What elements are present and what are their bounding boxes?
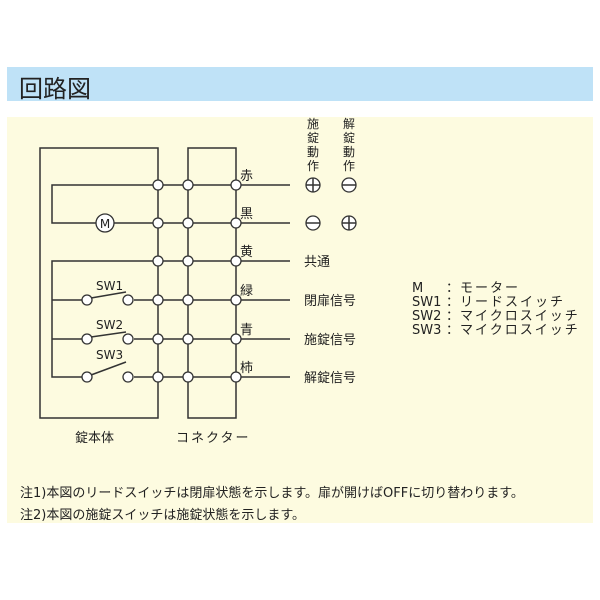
unlock-action-heading: 動 xyxy=(343,145,355,159)
plus-icon xyxy=(305,177,321,193)
note-1: 注1)本図のリードスイッチは閉扉状態を示します。扉が開けばOFFに切り替わります… xyxy=(20,486,524,501)
legend-value: マイクロスイッチ xyxy=(460,323,580,338)
legend-key: M xyxy=(412,281,423,296)
terminal-node xyxy=(182,371,194,383)
sw1-label: SW1 xyxy=(96,279,123,293)
polarity-symbols xyxy=(305,177,357,231)
legend-value: モーター xyxy=(460,281,520,296)
common-wire xyxy=(51,260,290,378)
terminal-node xyxy=(182,217,194,229)
minus-icon xyxy=(341,177,357,193)
plus-icon xyxy=(341,215,357,231)
sw2-label: SW2 xyxy=(96,318,123,332)
signal-locked: 施錠信号 xyxy=(304,333,356,348)
unlock-action-heading: 錠 xyxy=(343,130,355,145)
terminal-node xyxy=(230,371,242,383)
motor-symbol: M xyxy=(95,213,115,233)
legend: M：モーター SW1：リードスイッチ SW2：マイクロスイッチ SW3：マイクロ… xyxy=(412,281,580,338)
lock-action-heading: 作 xyxy=(307,159,319,173)
wire-color-blue: 青 xyxy=(240,323,253,338)
terminal-node xyxy=(152,179,164,191)
legend-sep: ： xyxy=(446,281,459,296)
switch-sw2: SW2 xyxy=(81,318,134,345)
lock-action-heading: 動 xyxy=(307,145,319,159)
terminal-node xyxy=(152,333,164,345)
page-title: 回路図 xyxy=(19,75,91,103)
lock-body-caption: 錠本体 xyxy=(75,431,114,446)
terminal-node xyxy=(230,294,242,306)
legend-key: SW1 xyxy=(412,295,441,310)
signal-common: 共通 xyxy=(304,255,330,270)
terminal-node xyxy=(152,294,164,306)
switch-sw3: SW3 xyxy=(81,348,134,383)
terminal-node xyxy=(230,179,242,191)
section-header: 回路図 xyxy=(7,67,593,103)
terminal-node xyxy=(152,217,164,229)
legend-sep: ： xyxy=(446,323,459,338)
wire-color-red: 赤 xyxy=(240,169,253,184)
wire-color-black: 黒 xyxy=(240,207,253,222)
motor-label: M xyxy=(100,217,110,231)
sw3-label: SW3 xyxy=(96,348,123,362)
terminal-node xyxy=(230,255,242,267)
terminal-node xyxy=(230,217,242,229)
terminal-node xyxy=(152,371,164,383)
minus-icon xyxy=(305,215,321,231)
legend-value: リードスイッチ xyxy=(460,295,565,310)
unlock-action-heading: 作 xyxy=(343,159,355,173)
legend-value: マイクロスイッチ xyxy=(460,309,580,324)
terminal-node xyxy=(182,255,194,267)
connector-caption: コネクター xyxy=(176,431,250,446)
notes: 注1)本図のリードスイッチは閉扉状態を示します。扉が開けばOFFに切り替わります… xyxy=(20,483,524,527)
lock-action-heading: 施 xyxy=(307,117,319,131)
motor-wire xyxy=(51,184,290,224)
unlock-action-heading: 解 xyxy=(343,117,355,131)
signal-door-closed: 閉扉信号 xyxy=(304,293,356,309)
lock-action-heading: 錠 xyxy=(307,130,319,145)
wire-color-persimmon: 柿 xyxy=(240,360,253,376)
terminal-node xyxy=(182,179,194,191)
terminal-node xyxy=(182,294,194,306)
terminal-node xyxy=(182,333,194,345)
connector-box xyxy=(187,147,237,419)
signal-unlocked: 解錠信号 xyxy=(304,371,356,386)
legend-key: SW2 xyxy=(412,309,441,324)
wire-color-yellow: 黄 xyxy=(240,245,253,260)
note-2: 注2)本図の施錠スイッチは施錠状態を示します。 xyxy=(20,508,306,523)
wire-color-green: 緑 xyxy=(240,284,253,299)
legend-key: SW3 xyxy=(412,323,441,338)
terminal-nodes xyxy=(152,179,242,383)
legend-sep: ： xyxy=(446,309,459,324)
switch-sw1: SW1 xyxy=(81,279,134,306)
terminal-node xyxy=(152,255,164,267)
legend-sep: ： xyxy=(446,295,459,310)
terminal-node xyxy=(230,333,242,345)
